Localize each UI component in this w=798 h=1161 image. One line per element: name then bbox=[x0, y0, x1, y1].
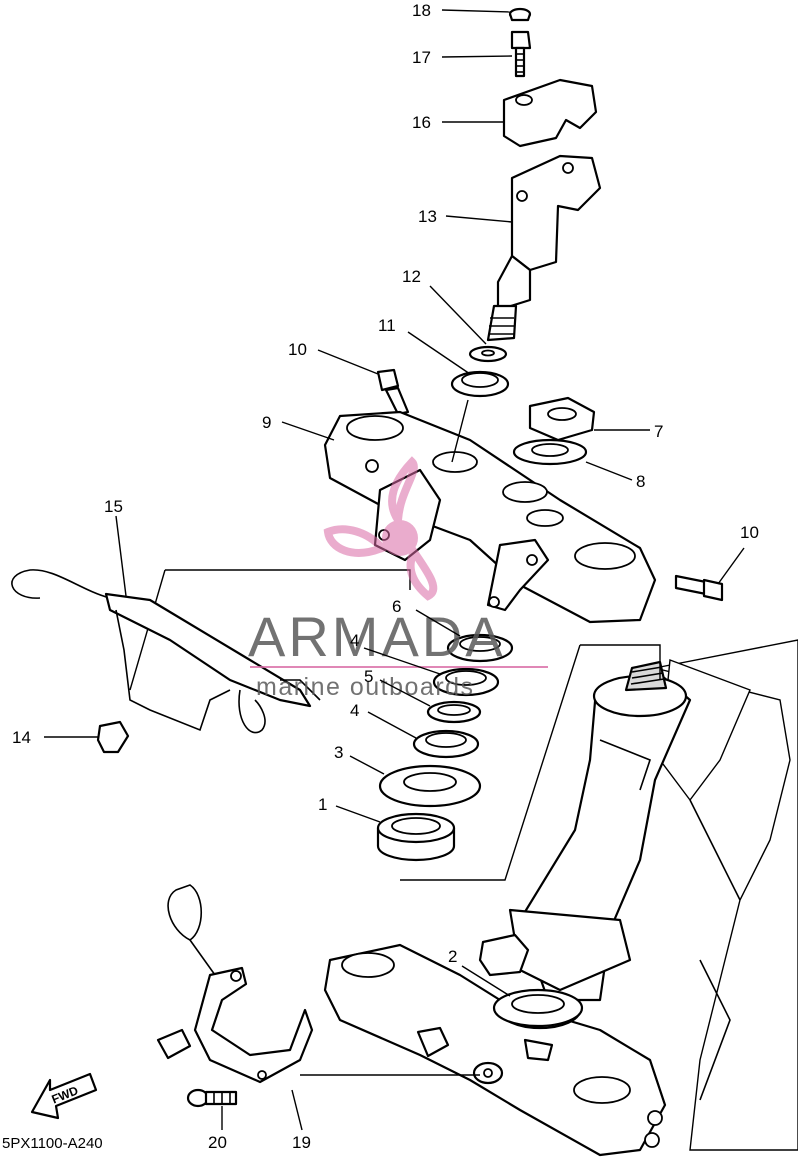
part-4-lock-washer-lower bbox=[412, 729, 480, 759]
callout-10-right: 10 bbox=[740, 523, 759, 542]
part-7-nut bbox=[528, 396, 596, 442]
callout-15: 15 bbox=[104, 497, 123, 516]
watermark-tagline: marine outboards bbox=[256, 673, 475, 701]
callout-19: 19 bbox=[292, 1133, 311, 1152]
part-5-rubber-washer bbox=[426, 700, 482, 724]
callout-20: 20 bbox=[208, 1133, 227, 1152]
steering-stem bbox=[478, 660, 692, 1002]
reference-code: 5PX1100-A240 bbox=[2, 1135, 103, 1152]
part-13-holder-lower bbox=[486, 154, 602, 342]
watermark-brand: ARMADA bbox=[248, 605, 506, 668]
callout-10-left: 10 bbox=[288, 340, 307, 359]
part-10-bolt-left bbox=[376, 368, 410, 416]
part-2-bearing bbox=[492, 988, 584, 1028]
part-10-bolt-right bbox=[674, 574, 724, 602]
callout-4-upper: 4 bbox=[350, 631, 359, 650]
part-6-ring-nut bbox=[446, 633, 514, 663]
callout-3: 3 bbox=[334, 743, 343, 762]
callout-18: 18 bbox=[412, 1, 431, 20]
under-bracket bbox=[323, 943, 667, 1157]
part-3-cover bbox=[378, 764, 482, 808]
callout-8: 8 bbox=[636, 472, 645, 491]
part-19-bracket bbox=[156, 884, 314, 1084]
part-16-handlebar-holder bbox=[502, 78, 598, 148]
part-8-washer bbox=[512, 438, 588, 466]
forward-direction-arrow: FWD bbox=[30, 1072, 98, 1120]
part-1-bearing bbox=[376, 812, 456, 862]
part-4-lock-washer-upper bbox=[432, 667, 500, 697]
callout-6: 6 bbox=[392, 597, 401, 616]
callout-5: 5 bbox=[364, 667, 373, 686]
part-18-cap bbox=[508, 7, 532, 22]
part-14-nut bbox=[96, 720, 130, 754]
callout-14: 14 bbox=[12, 728, 31, 747]
callout-11: 11 bbox=[378, 316, 396, 335]
watermark: ARMADA marine outboards bbox=[248, 456, 548, 701]
callout-2: 2 bbox=[448, 947, 457, 966]
part-12-washer bbox=[468, 345, 508, 363]
callout-16: 16 bbox=[412, 113, 431, 132]
part-15-cable-guide bbox=[11, 569, 321, 734]
callout-13: 13 bbox=[418, 207, 437, 226]
part-20-bolt bbox=[186, 1088, 238, 1108]
callout-9: 9 bbox=[262, 413, 271, 432]
part-11-seal bbox=[450, 370, 510, 398]
part-9-upper-bracket bbox=[323, 410, 657, 624]
callouts: 18 17 16 13 12 11 10 9 7 8 15 10 6 4 5 4 bbox=[12, 1, 759, 1152]
callout-1: 1 bbox=[318, 795, 327, 814]
watermark-logo-icon bbox=[323, 456, 438, 601]
part-17-bolt bbox=[510, 30, 532, 78]
callout-12: 12 bbox=[402, 267, 421, 286]
callout-17: 17 bbox=[412, 48, 431, 67]
callout-7: 7 bbox=[654, 422, 663, 441]
callout-4-lower: 4 bbox=[350, 701, 359, 720]
